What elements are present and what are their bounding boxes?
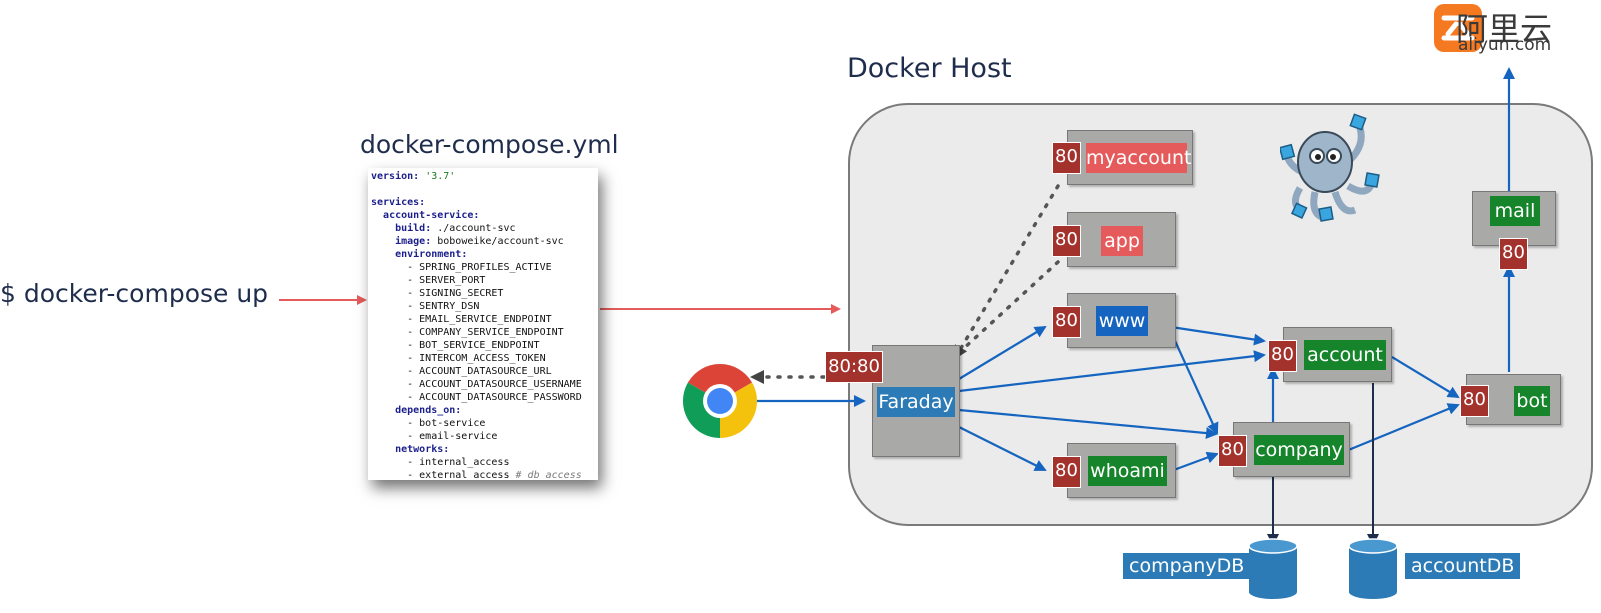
- yaml-env-item: - ACCOUNT_DATASOURCE_PASSWORD: [407, 392, 582, 403]
- yaml-comment: # db access: [515, 470, 582, 480]
- faraday-to-whoami-arrow: [958, 426, 1047, 471]
- yaml-depends-item: - email-service: [407, 431, 498, 442]
- yaml-env-item: - ACCOUNT_DATASOURCE_USERNAME: [407, 379, 582, 390]
- chrome-icon: [683, 364, 757, 438]
- faraday-port: 80:80: [825, 351, 883, 383]
- faraday-label: Faraday: [877, 387, 955, 417]
- yaml-key: image:: [395, 236, 432, 247]
- faraday-to-account-arrow: [958, 350, 1266, 393]
- compose-file-title: docker-compose.yml: [360, 130, 619, 159]
- company-label: company: [1254, 435, 1344, 465]
- yaml-network-item: - external_access: [407, 470, 510, 480]
- whoami-to-company-arrow: [1170, 451, 1219, 473]
- yaml-env-item: - INTERCOM_ACCESS_TOKEN: [407, 353, 546, 364]
- aliyun-logo-icon: [1434, 4, 1482, 52]
- database-icon: [1348, 538, 1398, 600]
- yaml-depends-item: - bot-service: [407, 418, 486, 429]
- yaml-key: depends_on:: [395, 405, 462, 416]
- yaml-env-item: - SPRING_PROFILES_ACTIVE: [407, 262, 552, 273]
- yaml-value: '3.7': [425, 171, 456, 182]
- account-db-label: accountDB: [1405, 553, 1521, 579]
- yaml-key: account-service:: [383, 210, 480, 221]
- yaml-value: boboweike/account-svc: [437, 236, 564, 247]
- bot-label: bot: [1514, 386, 1550, 416]
- aliyun-logo-domain: aliyun.com: [1458, 35, 1552, 55]
- www-port: 80: [1052, 306, 1081, 338]
- myaccount-dotted-arrow: [953, 184, 1060, 360]
- bot-port: 80: [1460, 385, 1489, 417]
- mail-port: 80: [1499, 238, 1528, 270]
- yaml-env-item: - SERVER_PORT: [407, 275, 486, 286]
- yaml-env-item: - ACCOUNT_DATASOURCE_URL: [407, 366, 552, 377]
- yaml-key: networks:: [395, 444, 450, 455]
- aliyun-logo-text: 阿里云: [1456, 10, 1553, 48]
- company-to-bot-arrow: [1345, 403, 1460, 453]
- yaml-key: build:: [395, 223, 432, 234]
- yaml-network-item: - internal_access: [407, 457, 510, 468]
- docker-host-title: Docker Host: [847, 53, 1012, 84]
- database-icon: [1248, 538, 1298, 600]
- faraday-to-www-arrow: [958, 325, 1047, 380]
- yaml-value: ./account-svc: [437, 223, 516, 234]
- mail-label: mail: [1490, 196, 1540, 226]
- www-label: www: [1096, 306, 1148, 336]
- whoami-port: 80: [1052, 456, 1081, 488]
- yaml-env-item: - SENTRY_DSN: [407, 301, 480, 312]
- app-port: 80: [1052, 225, 1081, 257]
- myaccount-port: 80: [1052, 142, 1081, 174]
- www-to-company-arrow: [1169, 331, 1219, 435]
- yaml-env-item: - EMAIL_SERVICE_ENDPOINT: [407, 314, 552, 325]
- account-to-bot-arrow: [1391, 356, 1460, 399]
- faraday-to-company-arrow: [958, 408, 1218, 440]
- company-port: 80: [1218, 435, 1247, 467]
- app-label: app: [1101, 226, 1143, 256]
- www-to-account-arrow: [1170, 325, 1266, 346]
- yaml-env-item: - SIGNING_SECRET: [407, 288, 504, 299]
- account-label: account: [1304, 340, 1386, 370]
- docker-compose-octopus-icon: [1278, 110, 1385, 225]
- account-port: 80: [1268, 340, 1297, 372]
- yaml-key: environment:: [395, 249, 468, 260]
- compose-file-snippet: version: '3.7' services: account-service…: [368, 168, 598, 480]
- docker-compose-command: $ docker-compose up: [0, 279, 269, 308]
- myaccount-label: myaccount: [1086, 143, 1191, 173]
- yaml-env-item: - COMPANY_SERVICE_ENDPOINT: [407, 327, 564, 338]
- yaml-key: services:: [371, 197, 426, 208]
- whoami-label: whoami: [1088, 456, 1167, 486]
- app-dotted-line: [960, 260, 1060, 352]
- yaml-env-item: - BOT_SERVICE_ENDPOINT: [407, 340, 540, 351]
- yaml-key: version:: [371, 171, 420, 182]
- company-db-label: companyDB: [1123, 553, 1251, 579]
